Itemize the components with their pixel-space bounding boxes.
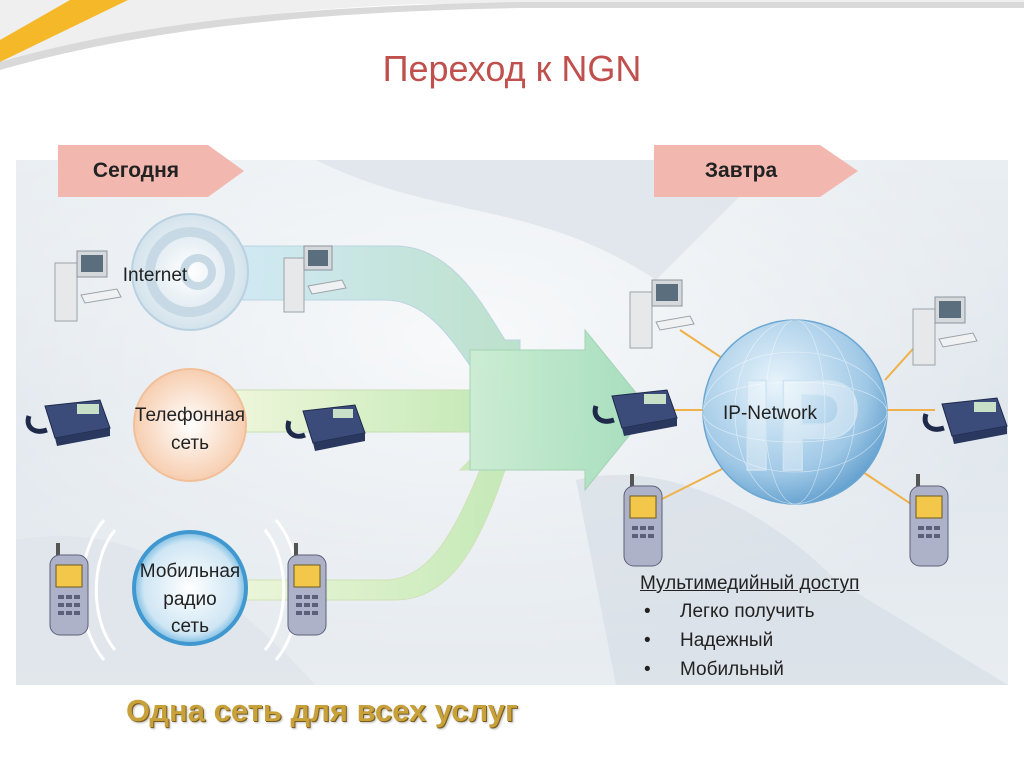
internet-at-globe-icon [131, 213, 249, 331]
mobile-phone-icon [287, 543, 327, 636]
benefits-list: • Легко получить • Надежный • Мобильный [640, 597, 940, 684]
mobile-phone-icon [623, 474, 663, 567]
bullet-icon: • [644, 630, 651, 651]
ip-globe-letters: IP [739, 352, 862, 498]
list-item: • Надежный [640, 626, 940, 655]
benefit-text: Легко получить [680, 601, 815, 622]
mobile-phone-icon [49, 543, 89, 636]
mobile-radio-network-disk-icon [80, 519, 300, 661]
list-item: • Легко получить [640, 597, 940, 626]
mobile-network-line3: сеть [170, 616, 210, 638]
benefit-text: Надежный [680, 630, 774, 651]
bullet-icon: • [644, 601, 651, 622]
list-item: • Мобильный [640, 655, 940, 684]
slide-title: Переход к NGN [382, 48, 642, 89]
mobile-network-line1: Мобильная [139, 561, 241, 582]
ip-network-label: IP-Network [723, 403, 817, 424]
telephone-network-line2: сеть [170, 432, 210, 454]
computer-icon [54, 250, 122, 322]
tomorrow-tag: Завтра [654, 145, 858, 197]
mobile-network-line2: радио [163, 588, 217, 610]
tomorrow-label: Завтра [704, 159, 778, 182]
benefit-text: Мобильный [680, 659, 784, 680]
telephone-network-label: Телефонная сеть [120, 402, 260, 457]
computer-icon [283, 245, 347, 313]
internet-label: Internet [122, 265, 188, 286]
computer-icon [912, 296, 978, 366]
multimedia-access-block: Мультимедийный доступ • Легко получить •… [640, 573, 940, 684]
telephone-network-line1: Телефонная [134, 405, 246, 426]
decorative-swoosh [0, 0, 1024, 70]
mobile-phone-icon [909, 474, 949, 567]
ip-network-globe-icon [659, 319, 935, 511]
flow-arrows [234, 245, 651, 601]
desk-phone-icon [285, 404, 366, 451]
slogan: Одна сеть для всех услуг [126, 693, 518, 728]
multimedia-access-heading: Мультимедийный доступ [640, 573, 860, 594]
desk-phone-icon [922, 397, 1008, 444]
desk-phone-icon [592, 389, 678, 436]
bullet-icon: • [644, 659, 651, 680]
today-label: Сегодня [92, 159, 180, 182]
today-tag: Сегодня [58, 145, 244, 197]
computer-icon [629, 279, 695, 349]
desk-phone-icon [25, 399, 111, 446]
telephone-network-disk-icon [133, 368, 247, 482]
mobile-radio-network-label: Мобильная радио сеть [120, 558, 260, 641]
